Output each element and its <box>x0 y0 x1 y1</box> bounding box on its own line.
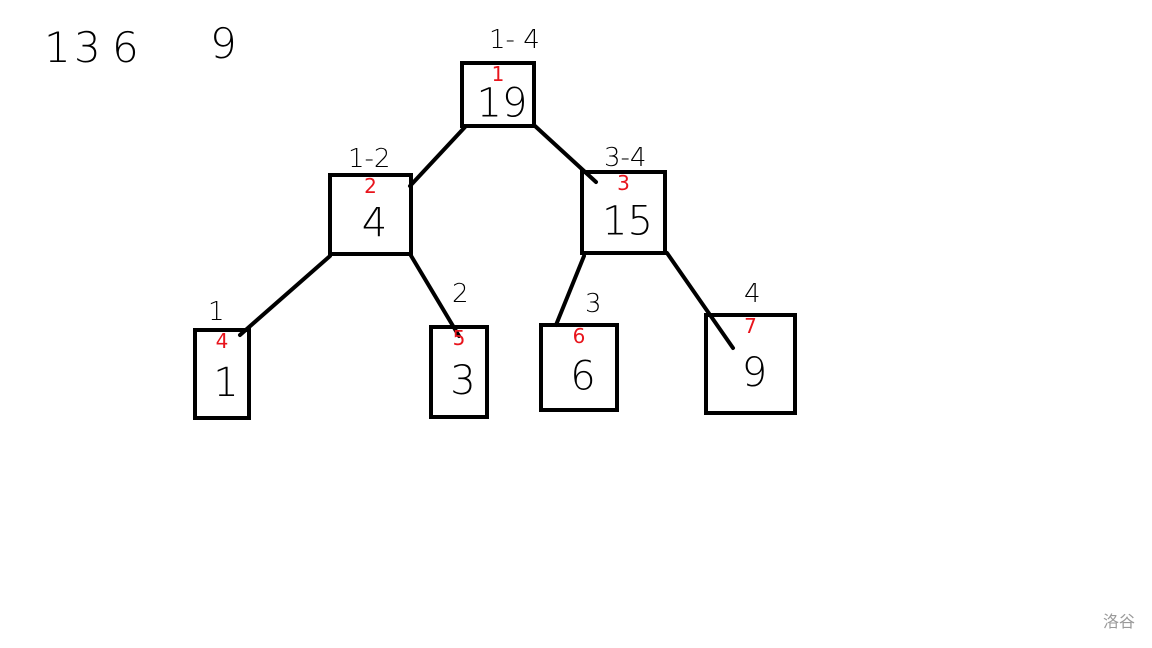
tree-edge <box>665 251 735 350</box>
header-number: 9 <box>210 19 243 68</box>
tree-edge <box>238 254 332 337</box>
node-value: 9 <box>742 350 767 396</box>
node-index-label: 6 <box>573 324 586 348</box>
node-box <box>704 313 797 415</box>
tree-node: 1- 4 119 <box>460 25 540 128</box>
node-box <box>460 61 536 128</box>
tree-node: 4 7 9 <box>704 279 797 415</box>
node-index-label: 5 <box>453 326 466 350</box>
node-value: 6 <box>570 354 595 400</box>
node-value: 4 <box>362 201 387 247</box>
node-box <box>328 173 413 256</box>
tree-node: 3-43 15 <box>580 143 667 255</box>
node-value: 15 <box>602 199 653 245</box>
watermark: 洛谷 <box>1102 612 1135 631</box>
node-index-label: 7 <box>744 314 757 338</box>
tree-edges <box>238 124 735 350</box>
node-value: 3 <box>450 358 475 404</box>
node-box <box>429 325 489 419</box>
node-value: 1 <box>213 360 238 406</box>
node-value: 19 <box>477 81 528 127</box>
header-numbers: 1 3 6 9 <box>44 19 243 72</box>
node-box <box>580 170 667 255</box>
node-range-label: 1-2 <box>348 144 390 174</box>
node-index-label: 4 <box>216 329 229 353</box>
tree-node: 3 6 6 <box>539 289 619 412</box>
tree-edge <box>408 252 461 338</box>
node-box <box>193 328 251 420</box>
tree-node: 141 <box>193 297 251 420</box>
node-index-label: 3 <box>617 171 630 195</box>
tree-node: 2 5 3 <box>429 279 489 419</box>
node-range-label: 4 <box>744 279 761 309</box>
node-range-label: 2 <box>452 279 469 309</box>
node-range-label: 3-4 <box>604 143 646 173</box>
node-box <box>539 323 619 412</box>
node-index-label: 1 <box>492 62 505 86</box>
tree-edge <box>554 254 586 327</box>
node-index-label: 2 <box>364 174 377 198</box>
header-number: 3 <box>74 23 107 72</box>
node-range-label: 1 <box>208 297 225 327</box>
node-range-label: 1- 4 <box>489 25 540 55</box>
tree-edge <box>408 125 467 188</box>
node-range-label: 3 <box>585 289 602 319</box>
header-number: 6 <box>112 23 145 72</box>
tree-node: 1-22 4 <box>328 144 413 256</box>
header-number: 1 <box>44 23 77 72</box>
